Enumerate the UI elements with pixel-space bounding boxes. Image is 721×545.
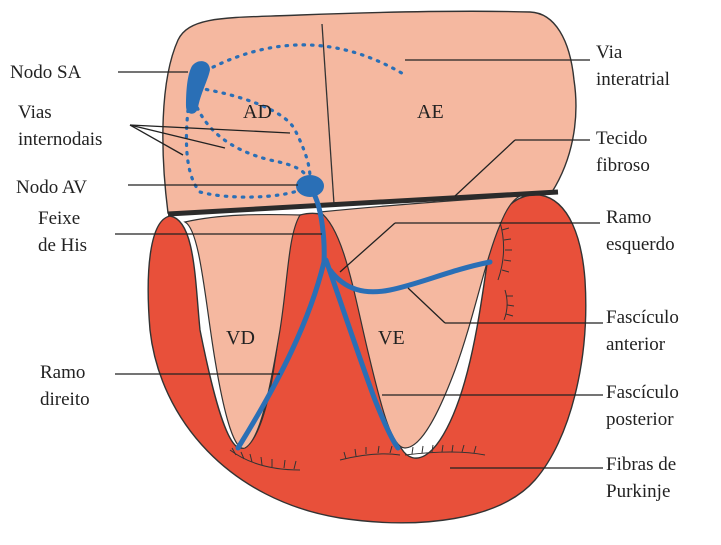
label-nodo-av: Nodo AV <box>16 177 87 198</box>
label-feixe-his-1: Feixe <box>38 208 80 229</box>
label-via-interatrial-1: Via <box>596 42 623 63</box>
chamber-label-ve: VE <box>378 327 405 349</box>
label-tecido-fibroso-1: Tecido <box>596 128 647 149</box>
label-fasciculo-posterior-1: Fascículo <box>606 382 679 403</box>
av-node <box>296 175 324 197</box>
label-fibras-purkinje-2: Purkinje <box>606 481 670 502</box>
label-ramo-esquerdo-2: esquerdo <box>606 234 675 255</box>
label-fasciculo-anterior-2: anterior <box>606 334 666 355</box>
chamber-label-vd: VD <box>226 327 255 349</box>
label-ramo-esquerdo-1: Ramo <box>606 207 651 228</box>
label-ramo-direito-1: Ramo <box>40 362 85 383</box>
label-via-interatrial-2: interatrial <box>596 69 670 90</box>
chamber-label-ae: AE <box>417 101 444 123</box>
label-fasciculo-posterior-2: posterior <box>606 409 674 430</box>
label-feixe-his-2: de His <box>38 235 87 256</box>
label-vias-internodais-1: Vias <box>18 102 52 123</box>
chamber-label-ad: AD <box>243 101 272 123</box>
label-ramo-direito-2: direito <box>40 389 90 410</box>
label-fasciculo-anterior-1: Fascículo <box>606 307 679 328</box>
label-tecido-fibroso-2: fibroso <box>596 155 650 176</box>
atria-block <box>163 11 576 213</box>
label-vias-internodais-2: internodais <box>18 129 102 150</box>
label-nodo-sa: Nodo SA <box>10 62 82 83</box>
label-fibras-purkinje-1: Fibras de <box>606 454 676 475</box>
